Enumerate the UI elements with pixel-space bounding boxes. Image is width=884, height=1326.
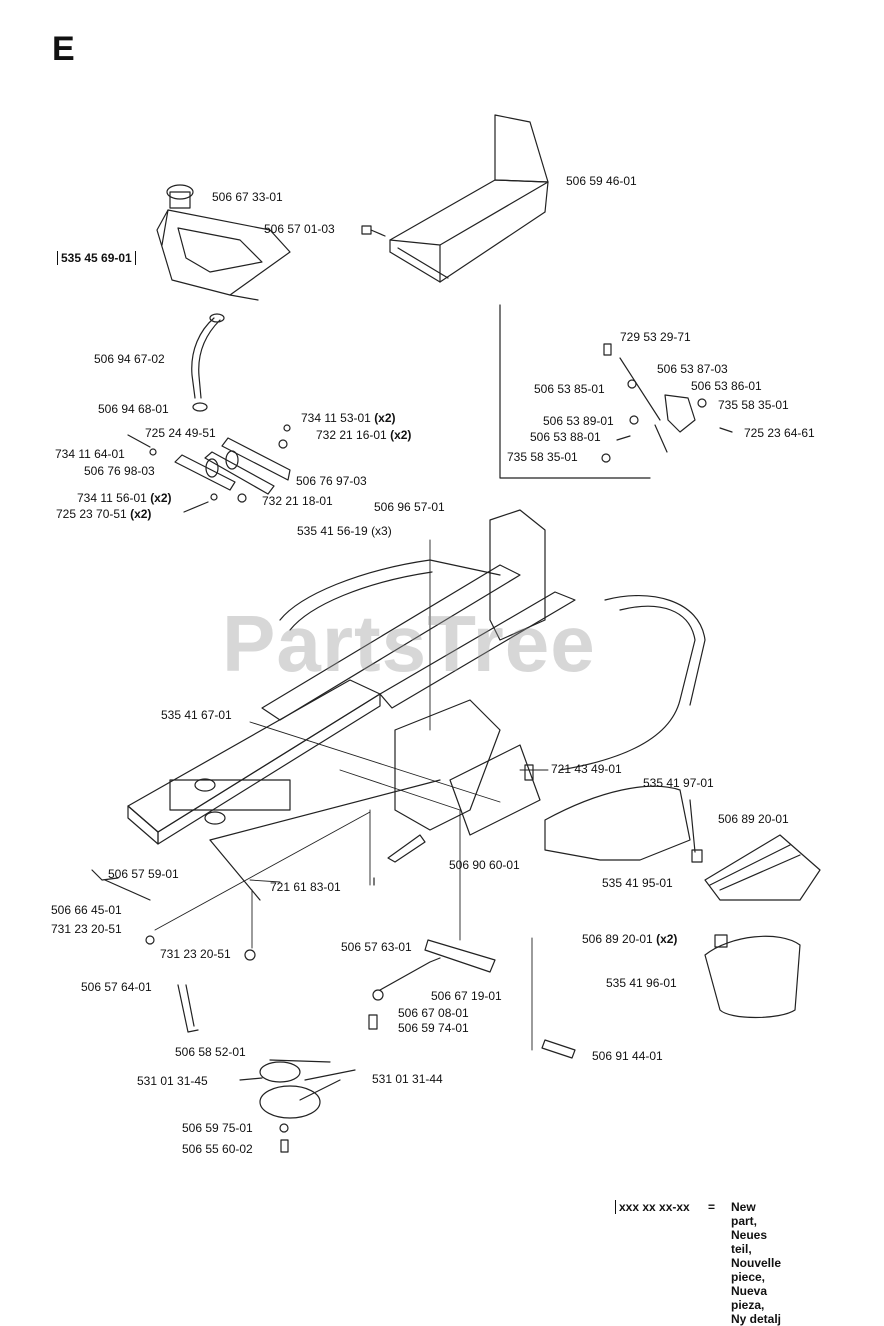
part-label: 535 41 95-01 (602, 876, 673, 890)
part-label: 731 23 20-51 (51, 922, 122, 936)
part-label: 732 21 18-01 (262, 494, 333, 508)
part-label: 506 76 98-03 (84, 464, 155, 478)
part-label: 506 89 20-01 (x2) (582, 932, 678, 946)
throttle-linkage-drawing (499, 304, 733, 479)
part-label: 506 59 74-01 (398, 1021, 469, 1035)
part-label: 725 23 64-61 (744, 426, 815, 440)
leader-lines (154, 539, 549, 1051)
fuel-hose-drawing (191, 313, 225, 412)
idler-pulley-drawing (239, 1059, 356, 1153)
part-label: 506 58 52-01 (175, 1045, 246, 1059)
part-label: 506 57 01-03 (264, 222, 335, 236)
part-label: 721 43 49-01 (551, 762, 622, 776)
pin-drawing (541, 1039, 576, 1059)
part-label: 734 11 64-01 (55, 447, 125, 461)
pedal-shield-drawing (704, 934, 801, 1019)
part-label: 506 53 87-03 (657, 362, 728, 376)
legend-meaning: Ny detalj (731, 1312, 782, 1326)
pedal-drawing (704, 834, 821, 901)
part-label: 729 53 29-71 (620, 330, 691, 344)
part-label: 506 57 59-01 (108, 867, 179, 881)
part-label: 732 21 16-01 (x2) (316, 428, 412, 442)
part-label: 735 58 35-01 (718, 398, 789, 412)
part-label: 506 90 60-01 (449, 858, 520, 872)
legend-meaning: New part, (731, 1200, 758, 1228)
legend-code: xxx xx xx-xx (615, 1200, 690, 1214)
part-label: 725 24 49-51 (145, 426, 216, 440)
new-part-label: 535 45 69-01 (57, 251, 136, 265)
part-label: 725 23 70-51 (x2) (56, 507, 152, 521)
part-label: 535 41 67-01 (161, 708, 232, 722)
floor-tray-drawing (389, 114, 549, 283)
part-label: 506 91 44-01 (592, 1049, 663, 1063)
part-label: 506 53 86-01 (691, 379, 762, 393)
part-label: 506 53 89-01 (543, 414, 614, 428)
part-label: 731 23 20-51 (160, 947, 231, 961)
fuel-tank-drawing (156, 184, 291, 301)
part-label: 506 67 33-01 (212, 190, 283, 204)
part-label: 506 57 64-01 (81, 980, 152, 994)
part-label: 506 66 45-01 (51, 903, 122, 917)
legend-meaning: Nueva pieza, (731, 1284, 768, 1312)
parts-diagram: E PartsTree 506 59 46-01 506 67 33-01 50… (51, 30, 821, 1326)
part-label: 734 11 56-01 (x2) (77, 491, 172, 505)
legend-meaning: Neues teil, (731, 1228, 768, 1256)
part-label: 734 11 53-01 (x2) (301, 411, 396, 425)
brake-rod-drawing (368, 834, 496, 1030)
pedal-cover-drawing (524, 764, 703, 863)
part-label: 506 53 88-01 (530, 430, 601, 444)
legend-meanings: New part, Neues teil, Nouvelle piece, Nu… (731, 1200, 781, 1326)
part-label: 535 41 56-19 (x3) (297, 524, 392, 538)
part-label: 535 41 97-01 (643, 776, 714, 790)
chassis-frame-drawing (127, 509, 706, 901)
part-label: 506 67 08-01 (398, 1006, 469, 1020)
screw-drawing (361, 225, 386, 237)
watermark: PartsTree (222, 599, 596, 688)
part-label: 506 53 85-01 (534, 382, 605, 396)
part-label: 506 59 75-01 (182, 1121, 253, 1135)
part-label: 506 96 57-01 (374, 500, 445, 514)
part-label: 506 57 63-01 (341, 940, 412, 954)
part-label: 506 59 46-01 (566, 174, 637, 188)
part-label: 506 67 19-01 (431, 989, 502, 1003)
brake-bracket-drawing (127, 424, 291, 513)
part-label: 506 94 67-02 (94, 352, 165, 366)
part-label: 506 94 68-01 (98, 402, 169, 416)
legend-equals: = (708, 1200, 716, 1214)
part-label: 531 01 31-44 (372, 1072, 443, 1086)
part-label: 535 41 96-01 (606, 976, 677, 990)
rod-left-drawing (91, 869, 375, 1033)
part-label: 721 61 83-01 (270, 880, 341, 894)
part-label: 506 55 60-02 (182, 1142, 253, 1156)
part-label: 531 01 31-45 (137, 1074, 208, 1088)
part-label: 506 76 97-03 (296, 474, 367, 488)
exploded-view-drawing (91, 114, 821, 1153)
part-label: 735 58 35-01 (507, 450, 578, 464)
part-label: 506 89 20-01 (718, 812, 789, 826)
section-letter: E (52, 30, 75, 68)
